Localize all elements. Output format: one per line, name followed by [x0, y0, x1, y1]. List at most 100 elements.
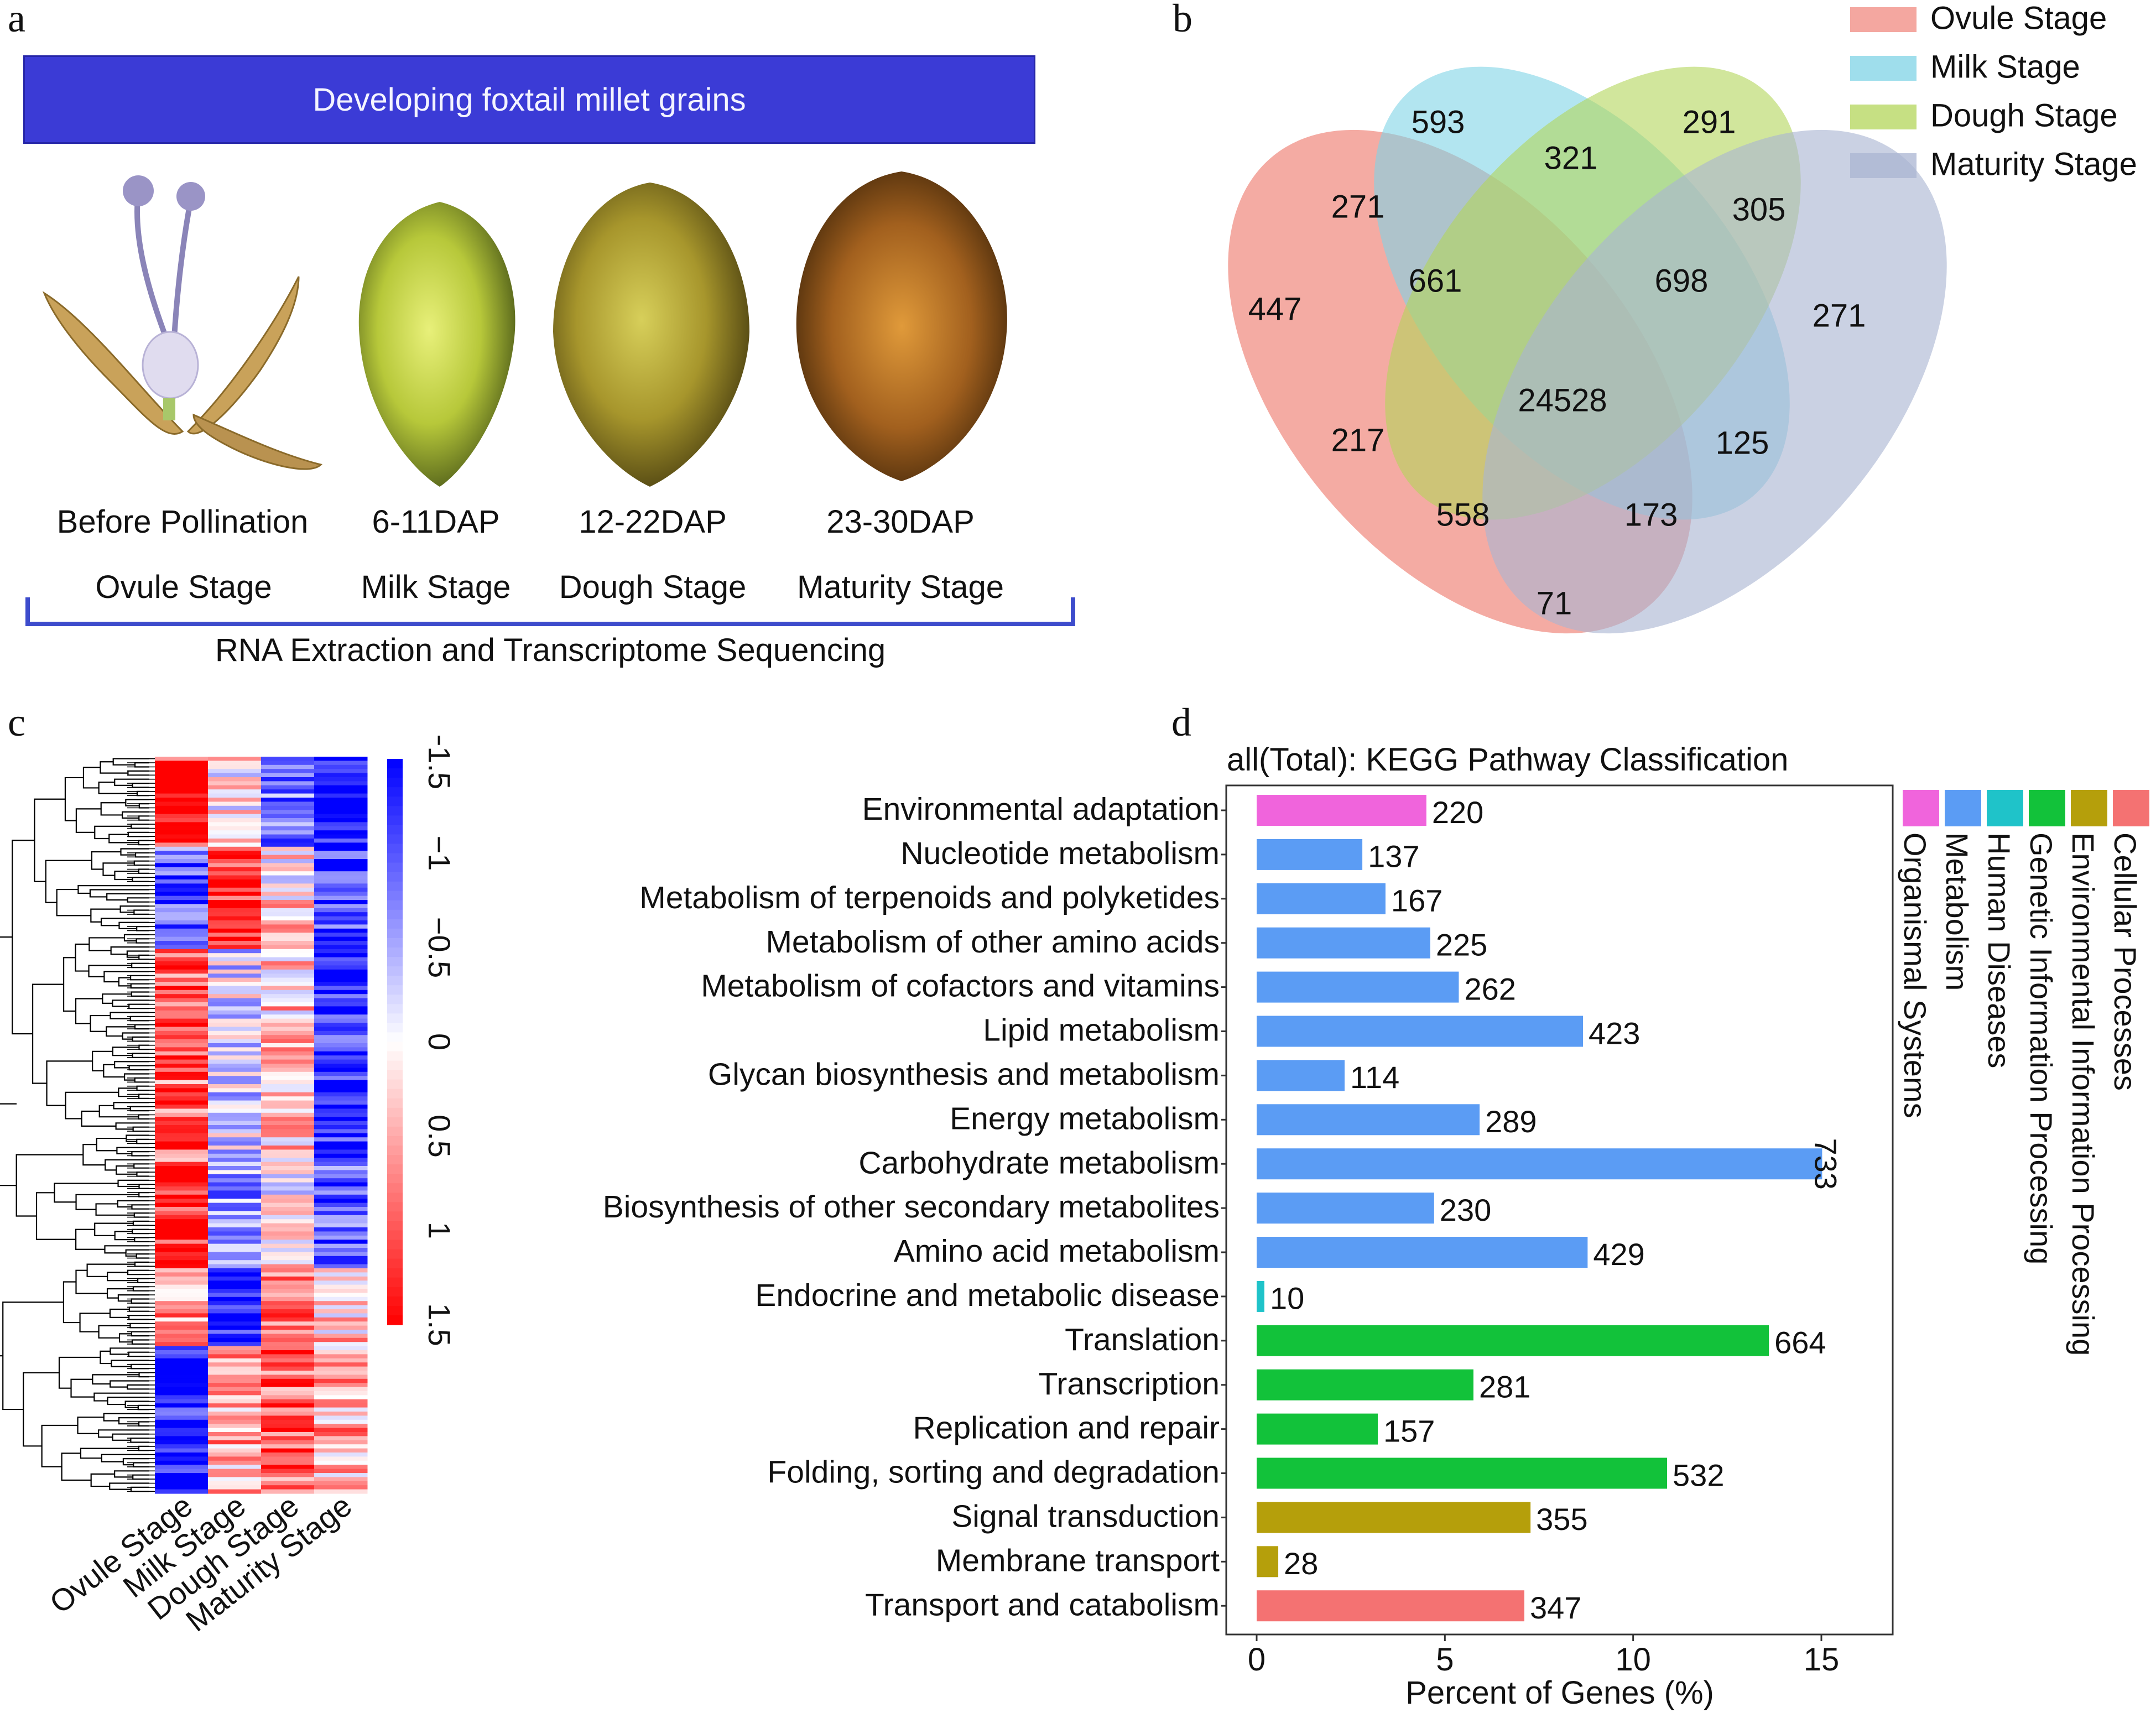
dendrogram-branch: [126, 950, 149, 958]
heatmap-cell: [208, 826, 262, 831]
heatmap-cell: [261, 1477, 315, 1482]
dendrogram-branch: [132, 1053, 149, 1058]
heatmap-cell: [314, 1018, 368, 1023]
heatmap-cell: [155, 769, 209, 774]
dendrogram-branch: [132, 877, 149, 882]
heatmap-cell: [314, 1444, 368, 1449]
dendrogram-branch: [2, 1301, 64, 1410]
heatmap-cell: [208, 1227, 262, 1232]
heatmap-cell: [261, 1190, 315, 1195]
heatmap-cell: [208, 1334, 262, 1339]
heatmap-cell: [155, 1317, 209, 1322]
heatmap-cell: [155, 761, 209, 766]
heatmap-cell: [261, 1146, 315, 1150]
venn-region-label: 71: [1537, 585, 1572, 621]
heatmap-cell: [261, 1325, 315, 1330]
heatmap-cell: [208, 1358, 262, 1363]
heatmap-cell: [261, 1330, 315, 1334]
heatmap-cell: [155, 839, 209, 843]
heatmap-cell: [314, 834, 368, 839]
heatmap-cell: [155, 957, 209, 962]
heatmap-cell: [208, 1485, 262, 1490]
heatmap-cell: [261, 1412, 315, 1416]
colorbar-segment: [387, 928, 403, 939]
heatmap-cell: [208, 1481, 262, 1486]
heatmap-cell: [314, 1158, 368, 1163]
heatmap-cell: [208, 933, 262, 938]
colorbar-segment: [387, 1258, 403, 1269]
heatmap-cell: [314, 1330, 368, 1334]
heatmap-cell: [261, 859, 315, 863]
heatmap-cell: [314, 1305, 368, 1310]
venn-region-label: 291: [1683, 104, 1736, 140]
colorbar-segment: [387, 787, 403, 797]
dendrogram-branch: [118, 922, 149, 929]
heatmap-cell: [155, 1035, 209, 1040]
heatmap-cell: [314, 998, 368, 1003]
heatmap-cell: [314, 789, 368, 794]
colorbar-segment: [387, 1221, 403, 1231]
heatmap-cell: [314, 1235, 368, 1240]
heatmap-cell: [208, 1473, 262, 1477]
colorbar-segment: [387, 1032, 403, 1043]
dendrogram-branch: [113, 1102, 149, 1110]
heatmap-cell: [208, 1399, 262, 1404]
heatmap-cell: [314, 1354, 368, 1359]
heatmap-cell: [155, 785, 209, 790]
colorbar-segment: [387, 806, 403, 816]
heatmap-cell: [208, 1178, 262, 1183]
dendrogram-branch: [137, 1278, 149, 1283]
heatmap-cell: [155, 1182, 209, 1187]
heatmap-cell: [261, 822, 315, 827]
heatmap-cell: [155, 892, 209, 897]
kegg-category-label: Signal transduction: [951, 1498, 1220, 1534]
heatmap-cell: [261, 1047, 315, 1052]
heatmap-cell: [208, 1456, 262, 1461]
heatmap-cell: [208, 1371, 262, 1375]
stage-name-maturity: Maturity Stage: [797, 569, 1004, 605]
dendrogram-branch: [131, 1363, 149, 1370]
heatmap-cell: [208, 1223, 262, 1228]
heatmap-cell: [155, 1268, 209, 1273]
colorbar-segment: [387, 976, 403, 986]
dendrogram-branch: [82, 767, 101, 789]
heatmap-cell: [208, 1014, 262, 1019]
venn-legend-swatch: [1850, 105, 1917, 129]
heatmap-cell: [155, 1248, 209, 1252]
heatmap-cell: [208, 1289, 262, 1293]
heatmap-cell: [314, 994, 368, 999]
heatmap-cell: [314, 1334, 368, 1339]
heatmap-cell: [314, 1092, 368, 1097]
heatmap-cell: [155, 1256, 209, 1261]
heatmap-cell: [261, 1256, 315, 1261]
dendrogram-branch: [95, 1203, 134, 1216]
heatmap-cell: [314, 1010, 368, 1015]
heatmap-cell: [208, 879, 262, 884]
heatmap-cell: [155, 1428, 209, 1433]
heatmap-cell: [314, 1366, 368, 1371]
dendrogram-branch: [114, 1061, 149, 1069]
heatmap-cell: [155, 1211, 209, 1216]
kegg-category-label: Environmental adaptation: [862, 792, 1220, 827]
dendrogram-branch: [131, 1298, 149, 1304]
dendrogram-branch: [90, 908, 121, 923]
heatmap-cell: [314, 1362, 368, 1367]
heatmap-cell: [208, 1018, 262, 1023]
heatmap-cell: [261, 1243, 315, 1248]
colorbar-segment: [387, 891, 403, 901]
dendrogram-branch: [109, 1482, 149, 1490]
dendrogram-branch: [131, 962, 149, 969]
heatmap-cell: [155, 998, 209, 1003]
heatmap-cell: [208, 834, 262, 839]
dendrogram-branch: [75, 998, 103, 1024]
heatmap-cell: [155, 1489, 209, 1494]
heatmap-cell: [314, 855, 368, 860]
dendrogram-branch: [63, 1281, 80, 1324]
heatmap-cell: [314, 1129, 368, 1134]
heatmap-cell: [261, 1436, 315, 1441]
heatmap-cell: [261, 1489, 315, 1494]
heatmap-cell: [314, 1047, 368, 1052]
heatmap-cell: [314, 969, 368, 974]
kegg-bar-chart: all(Total): KEGG Pathway Classification …: [603, 742, 2149, 1711]
heatmap-cell: [261, 912, 315, 917]
